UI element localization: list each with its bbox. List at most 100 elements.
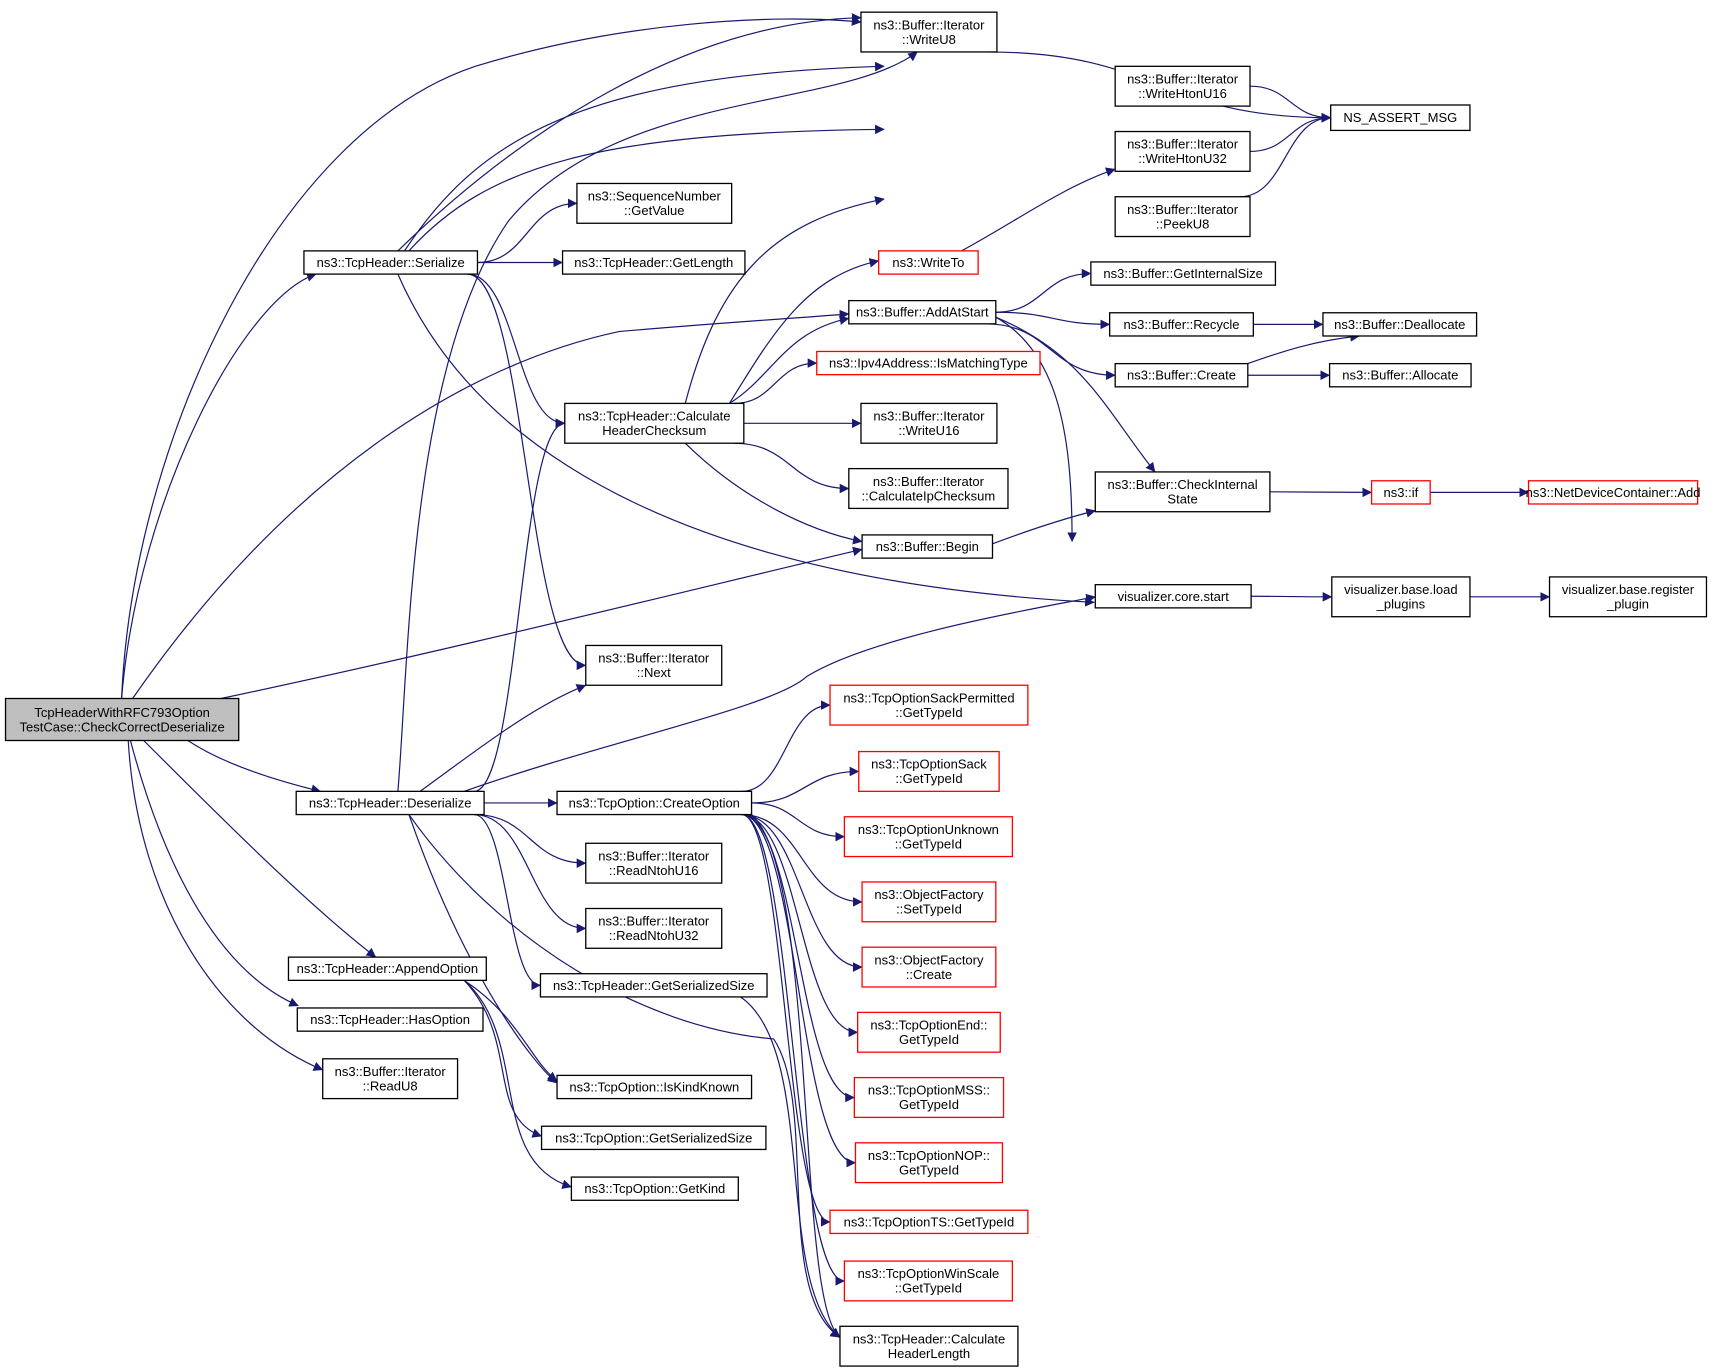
node-box bbox=[296, 1007, 484, 1032]
node-box bbox=[858, 750, 1000, 792]
node-optTs[interactable]: ns3::TcpOptionTS::GetTypeId bbox=[829, 1209, 1029, 1235]
node-box bbox=[843, 1260, 1014, 1302]
node-label: ns3::TcpHeader::GetLength bbox=[574, 255, 733, 270]
node-label: visualizer.core.start bbox=[1118, 589, 1230, 604]
node-nsIf[interactable]: ns3::if bbox=[1370, 480, 1431, 505]
node-box bbox=[1114, 196, 1251, 238]
node-next[interactable]: ns3::Buffer::Iterator::Next bbox=[585, 644, 723, 686]
node-ofSetTypeId[interactable]: ns3::ObjectFactory::SetTypeId bbox=[861, 881, 997, 923]
node-readU8[interactable]: ns3::Buffer::Iterator::ReadU8 bbox=[322, 1058, 459, 1100]
node-label: ns3::Buffer::Allocate bbox=[1342, 368, 1458, 383]
node-box bbox=[878, 250, 979, 275]
edge-root-to-hasOption bbox=[129, 740, 299, 1007]
edges-layer bbox=[120, 13, 1551, 1338]
node-optMss[interactable]: ns3::TcpOptionMSS::GetTypeId bbox=[853, 1076, 1005, 1119]
node-label: ::GetTypeId bbox=[895, 1281, 962, 1296]
node-label: ns3::Buffer::Iterator bbox=[598, 848, 710, 863]
node-seqGetValue[interactable]: ns3::SequenceNumber::GetValue bbox=[576, 182, 733, 224]
node-box bbox=[539, 973, 768, 998]
node-writeU16[interactable]: ns3::Buffer::Iterator::WriteU16 bbox=[860, 402, 998, 444]
node-label: ns3::TcpOptionEnd:: bbox=[870, 1018, 987, 1033]
edge-writeTo-to-writeHtonU32 bbox=[961, 167, 1116, 252]
node-getInternalSize[interactable]: ns3::Buffer::GetInternalSize bbox=[1090, 261, 1277, 286]
node-box bbox=[860, 11, 998, 53]
node-optNop[interactable]: ns3::TcpOptionNOP::GetTypeId bbox=[854, 1142, 1004, 1184]
node-appendOption[interactable]: ns3::TcpHeader::AppendOption bbox=[287, 956, 487, 981]
node-addAtStart[interactable]: ns3::Buffer::AddAtStart bbox=[848, 299, 997, 325]
node-optGetSerializedSize[interactable]: ns3::TcpOption::GetSerializedSize bbox=[540, 1125, 767, 1151]
node-box bbox=[1114, 65, 1251, 107]
node-begin[interactable]: ns3::Buffer::Begin bbox=[861, 534, 994, 559]
node-coreStart[interactable]: visualizer.core.start bbox=[1094, 584, 1252, 609]
node-nsAssert[interactable]: NS_ASSERT_MSG bbox=[1330, 104, 1471, 132]
node-isKindKnown[interactable]: ns3::TcpOption::IsKindKnown bbox=[556, 1074, 753, 1100]
node-createOption[interactable]: ns3::TcpOption::CreateOption bbox=[556, 790, 753, 816]
node-label: ::WriteU16 bbox=[898, 423, 959, 438]
node-peekU8[interactable]: ns3::Buffer::Iterator::PeekU8 bbox=[1114, 196, 1251, 238]
edge-calcChecksum-to-isMatchingType bbox=[733, 358, 818, 405]
node-optEnd[interactable]: ns3::TcpOptionEnd::GetTypeId bbox=[857, 1011, 1001, 1053]
node-getLength[interactable]: ns3::TcpHeader::GetLength bbox=[561, 250, 746, 275]
edge-calcChecksum-to-calcIpChecksum bbox=[733, 442, 850, 494]
node-calcIpChecksum[interactable]: ns3::Buffer::Iterator::CalculateIpChecks… bbox=[848, 467, 1009, 510]
node-getKind[interactable]: ns3::TcpOption::GetKind bbox=[570, 1176, 739, 1201]
edge-createOption-to-sack bbox=[751, 766, 860, 804]
node-box bbox=[1331, 576, 1471, 618]
node-registerPlugin[interactable]: visualizer.base.register_plugin bbox=[1548, 576, 1708, 618]
node-label: ns3::Buffer::Iterator bbox=[1127, 71, 1239, 86]
node-sack[interactable]: ns3::TcpOptionSack::GetTypeId bbox=[858, 750, 1000, 792]
node-box bbox=[861, 534, 994, 559]
node-sackPermitted[interactable]: ns3::TcpOptionSackPermitted::GetTypeId bbox=[829, 684, 1029, 726]
node-recycle[interactable]: ns3::Buffer::Recycle bbox=[1109, 312, 1254, 337]
node-ndcAdd[interactable]: ns3::NetDeviceContainer::Add bbox=[1526, 480, 1701, 505]
node-label: NS_ASSERT_MSG bbox=[1343, 110, 1457, 125]
node-label: ns3::Buffer::Iterator bbox=[598, 914, 710, 929]
node-optWinScale[interactable]: ns3::TcpOptionWinScale::GetTypeId bbox=[843, 1260, 1014, 1302]
edge-addAtStart-to-create bbox=[985, 323, 1116, 381]
node-deserialize[interactable]: ns3::TcpHeader::Deserialize bbox=[295, 790, 485, 816]
node-label: TcpHeaderWithRFC793Option bbox=[34, 705, 210, 720]
node-box bbox=[556, 790, 753, 816]
node-label: ::GetTypeId bbox=[895, 836, 962, 851]
node-deallocate[interactable]: ns3::Buffer::Deallocate bbox=[1322, 312, 1478, 337]
node-box bbox=[4, 697, 240, 742]
node-box bbox=[576, 182, 733, 224]
node-create[interactable]: ns3::Buffer::Create bbox=[1114, 362, 1249, 388]
node-label: ns3::Buffer::Iterator bbox=[1127, 202, 1239, 217]
node-unknown[interactable]: ns3::TcpOptionUnknown::GetTypeId bbox=[843, 816, 1014, 858]
node-root[interactable]: TcpHeaderWithRFC793OptionTestCase::Check… bbox=[4, 697, 240, 742]
node-label: TestCase::CheckCorrectDeserialize bbox=[20, 719, 225, 734]
node-label: ns3::NetDeviceContainer::Add bbox=[1526, 485, 1701, 500]
node-label: ns3::TcpOptionMSS:: bbox=[868, 1083, 990, 1098]
node-writeTo[interactable]: ns3::WriteTo bbox=[878, 250, 979, 275]
node-loadPlugins[interactable]: visualizer.base.load_plugins bbox=[1331, 576, 1471, 618]
node-label: ns3::Buffer::Iterator bbox=[873, 474, 985, 489]
node-box bbox=[857, 1011, 1001, 1053]
node-box bbox=[1109, 312, 1254, 337]
node-allocate[interactable]: ns3::Buffer::Allocate bbox=[1328, 362, 1472, 388]
edge-root-to-deserialize bbox=[187, 740, 321, 794]
node-readNtohU16[interactable]: ns3::Buffer::Iterator::ReadNtohU16 bbox=[585, 842, 723, 884]
edge-addAtStart-to-checkInternalState bbox=[995, 316, 1156, 473]
node-label: ns3::Buffer::AddAtStart bbox=[856, 305, 989, 320]
edge-createOption-to-optMss bbox=[741, 813, 855, 1103]
edge-serialize-to-writeHtonU16 bbox=[404, 61, 885, 252]
node-writeU8[interactable]: ns3::Buffer::Iterator::WriteU8 bbox=[860, 11, 998, 53]
node-hasOption[interactable]: ns3::TcpHeader::HasOption bbox=[296, 1007, 484, 1032]
node-box bbox=[829, 1209, 1029, 1235]
edge-create-to-deallocate bbox=[1247, 332, 1360, 365]
node-getSerializedSize[interactable]: ns3::TcpHeader::GetSerializedSize bbox=[539, 973, 768, 998]
node-ofCreate[interactable]: ns3::ObjectFactory::Create bbox=[861, 946, 997, 988]
node-writeHtonU32[interactable]: ns3::Buffer::Iterator::WriteHtonU32 bbox=[1114, 130, 1251, 172]
edge-serialize-to-calcChecksum bbox=[467, 273, 566, 429]
edge-addAtStart-to-recycle bbox=[995, 311, 1111, 330]
node-serialize[interactable]: ns3::TcpHeader::Serialize bbox=[303, 250, 479, 275]
node-isMatchingType[interactable]: ns3::Ipv4Address::IsMatchingType bbox=[816, 350, 1041, 376]
node-readNtohU32[interactable]: ns3::Buffer::Iterator::ReadNtohU32 bbox=[585, 907, 723, 949]
node-writeHtonU16[interactable]: ns3::Buffer::Iterator::WriteHtonU16 bbox=[1114, 65, 1251, 107]
node-box bbox=[564, 402, 745, 444]
edge-deserialize-to-next bbox=[419, 684, 587, 792]
